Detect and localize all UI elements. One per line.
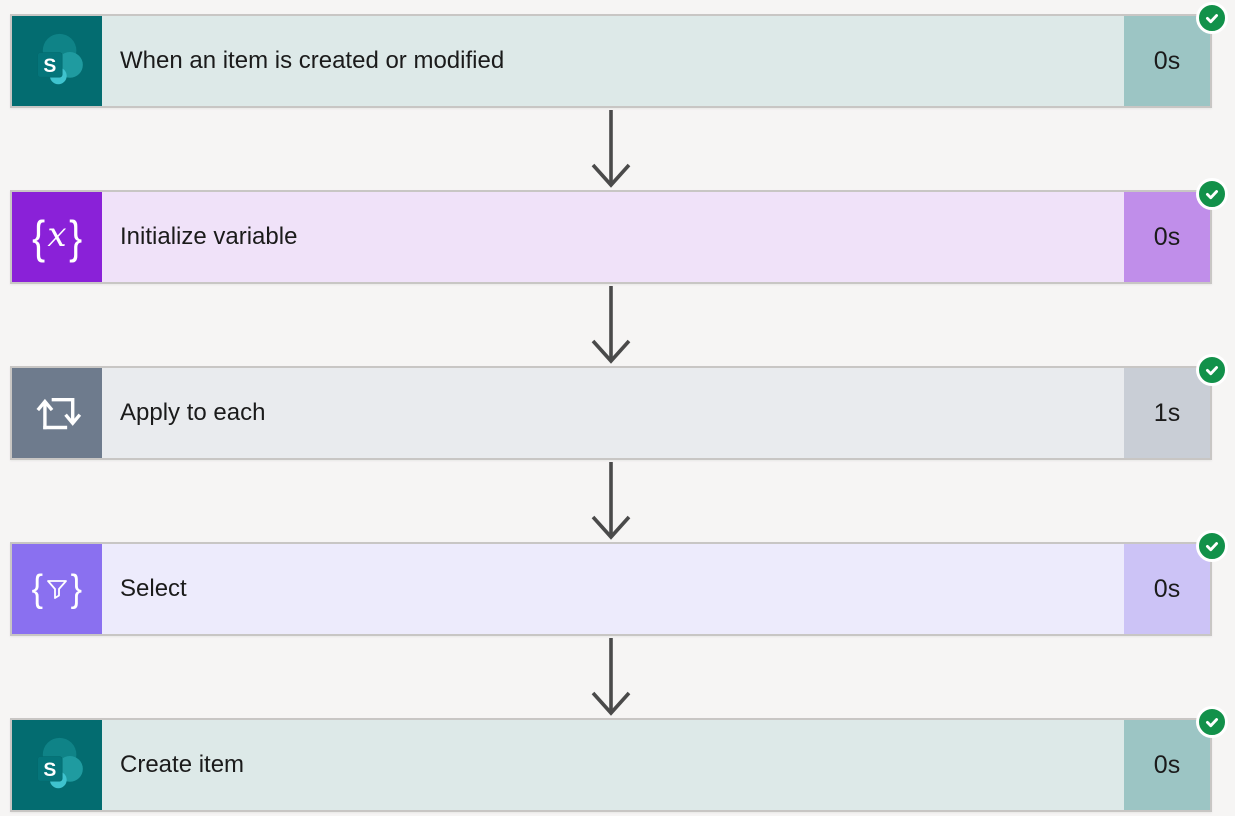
apply-to-each-icon xyxy=(12,368,102,458)
svg-text:S: S xyxy=(43,759,56,781)
flow-step-select[interactable]: { } Select 0s xyxy=(10,530,1228,636)
step-title: When an item is created or modified xyxy=(120,47,505,74)
step-body: Select xyxy=(102,544,1124,634)
step-title: Initialize variable xyxy=(120,223,298,250)
duration-badge: 0s xyxy=(1124,16,1210,106)
step-title: Create item xyxy=(120,751,245,778)
duration-badge: 0s xyxy=(1124,720,1210,810)
step-body: Create item xyxy=(102,720,1124,810)
status-success-icon xyxy=(1196,178,1228,210)
step-body: Apply to each xyxy=(102,368,1124,458)
status-success-icon xyxy=(1196,2,1228,34)
step-body: Initialize variable xyxy=(102,192,1124,282)
duration-badge: 0s xyxy=(1124,544,1210,634)
variable-icon: {x} xyxy=(12,192,102,282)
flow-step-create-item[interactable]: S Create item 0s xyxy=(10,706,1228,812)
step-body: When an item is created or modified xyxy=(102,16,1124,106)
sharepoint-icon: S xyxy=(12,720,102,810)
step-title: Select xyxy=(120,575,187,602)
flow-step-apply-to-each[interactable]: Apply to each 1s xyxy=(10,354,1228,460)
select-icon: { } xyxy=(12,544,102,634)
connector-arrow xyxy=(10,284,1212,366)
connector-arrow xyxy=(10,460,1212,542)
duration-badge: 0s xyxy=(1124,192,1210,282)
svg-text:S: S xyxy=(43,55,56,77)
connector-arrow xyxy=(10,636,1212,718)
connector-arrow xyxy=(10,108,1212,190)
flow-step-initialize-variable[interactable]: {x} Initialize variable 0s xyxy=(10,178,1228,284)
status-success-icon xyxy=(1196,530,1228,562)
sharepoint-icon: S xyxy=(12,16,102,106)
status-success-icon xyxy=(1196,706,1228,738)
duration-badge: 1s xyxy=(1124,368,1210,458)
status-success-icon xyxy=(1196,354,1228,386)
flow-step-trigger[interactable]: S When an item is created or modified 0s xyxy=(10,2,1228,108)
step-title: Apply to each xyxy=(120,399,266,426)
